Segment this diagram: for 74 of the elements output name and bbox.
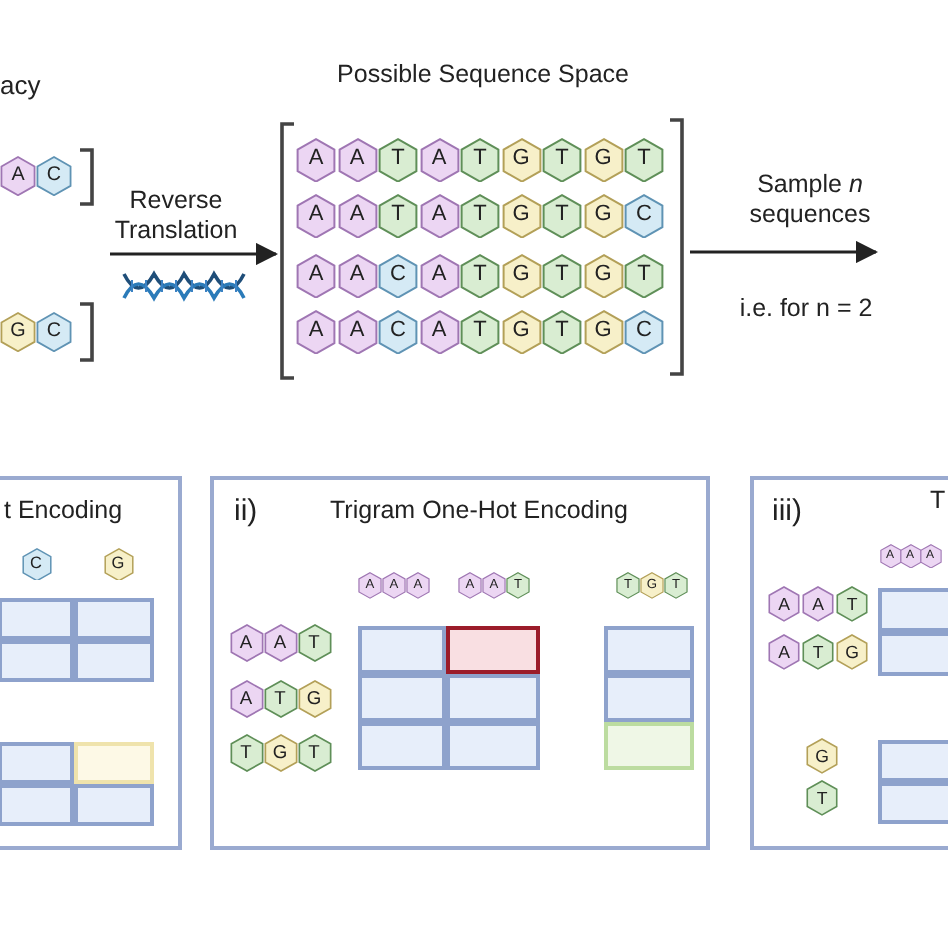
nucleotide-hexagon: T: [542, 193, 582, 239]
nucleotide-hexagon: A: [419, 253, 459, 299]
nucleotide-hexagon: T: [460, 253, 500, 299]
arrow: [690, 240, 879, 264]
nucleotide-hexagon: T: [378, 137, 418, 183]
nucleotide-hexagon: A: [229, 680, 263, 719]
panel-numeral: iii): [772, 494, 802, 532]
nucleotide-hexagon: C: [21, 547, 51, 581]
nucleotide-hexagon: G: [297, 680, 331, 719]
nucleotide-hexagon: G: [806, 738, 838, 774]
nucleotide-hexagon: T: [460, 193, 500, 239]
nucleotide-hexagon: T: [460, 309, 500, 355]
nucleotide-hexagon: T: [297, 624, 331, 663]
nucleotide-hexagon: T: [263, 680, 297, 719]
nucleotide-hexagon: A: [768, 634, 800, 670]
nucleotide-hexagon: C: [36, 155, 72, 197]
nucleotide-hexagon: G: [583, 137, 623, 183]
edge-label: Sample n sequences: [747, 170, 873, 230]
nucleotide-hexagon: T: [802, 634, 834, 670]
nucleotide-hexagon: A: [337, 137, 377, 183]
nucleotide-hexagon: G: [836, 634, 868, 670]
nucleotide-hexagon: T: [624, 253, 664, 299]
nucleotide-hexagon: G: [583, 253, 623, 299]
panel-heading: t Encoding: [4, 496, 123, 528]
nucleotide-hexagon: C: [624, 193, 664, 239]
nucleotide-hexagon: T: [542, 253, 582, 299]
nucleotide-hexagon: A: [296, 137, 336, 183]
nucleotide-hexagon: A: [337, 309, 377, 355]
nucleotide-hexagon: A: [419, 193, 459, 239]
nucleotide-hexagon: G: [501, 253, 541, 299]
nucleotide-hexagon: A: [263, 624, 297, 663]
nucleotide-hexagon: G: [0, 311, 36, 353]
nucleotide-hexagon: T: [229, 734, 263, 773]
nucleotide-hexagon: A: [229, 624, 263, 663]
nucleotide-hexagon: A: [296, 193, 336, 239]
nucleotide-hexagon: T: [542, 137, 582, 183]
panel-heading: Trigram One-Hot Encoding: [330, 496, 628, 528]
panel-heading: Possible Sequence Space: [335, 60, 631, 92]
nucleotide-hexagon: A: [296, 309, 336, 355]
nucleotide-hexagon: T: [806, 780, 838, 816]
nucleotide-hexagon: T: [542, 309, 582, 355]
nucleotide-hexagon: G: [583, 309, 623, 355]
nucleotide-hexagon: G: [583, 193, 623, 239]
note-text: i.e. for n = 2: [737, 292, 875, 326]
encoding-panel: [210, 476, 710, 850]
nucleotide-hexagon: A: [419, 137, 459, 183]
nucleotide-hexagon: A: [802, 586, 834, 622]
nucleotide-hexagon: T: [460, 137, 500, 183]
panel-numeral: ii): [234, 494, 258, 532]
nucleotide-hexagon: T: [836, 586, 868, 622]
nucleotide-hexagon: T: [297, 734, 331, 773]
nucleotide-hexagon: C: [378, 309, 418, 355]
nucleotide-hexagon: G: [501, 309, 541, 355]
nucleotide-hexagon: A: [337, 193, 377, 239]
edge-label: Reverse Translation: [112, 186, 240, 246]
nucleotide-hexagon: A: [0, 155, 36, 197]
nucleotide-hexagon: T: [624, 137, 664, 183]
nucleotide-hexagon: A: [296, 253, 336, 299]
nucleotide-hexagon: G: [501, 193, 541, 239]
encoding-panel: [0, 476, 182, 850]
nucleotide-hexagon: A: [419, 309, 459, 355]
nucleotide-hexagon: C: [36, 311, 72, 353]
nucleotide-hexagon: G: [103, 547, 133, 581]
nucleotide-hexagon: G: [501, 137, 541, 183]
panel-heading: T: [930, 486, 946, 518]
encoding-panel: [750, 476, 948, 850]
nucleotide-hexagon: C: [378, 253, 418, 299]
arrow: [110, 242, 279, 266]
nucleotide-hexagon: C: [624, 309, 664, 355]
nucleotide-hexagon: T: [378, 193, 418, 239]
nucleotide-hexagon: A: [337, 253, 377, 299]
nucleotide-hexagon: A: [768, 586, 800, 622]
heading-text: acy: [0, 68, 41, 104]
nucleotide-hexagon: G: [263, 734, 297, 773]
